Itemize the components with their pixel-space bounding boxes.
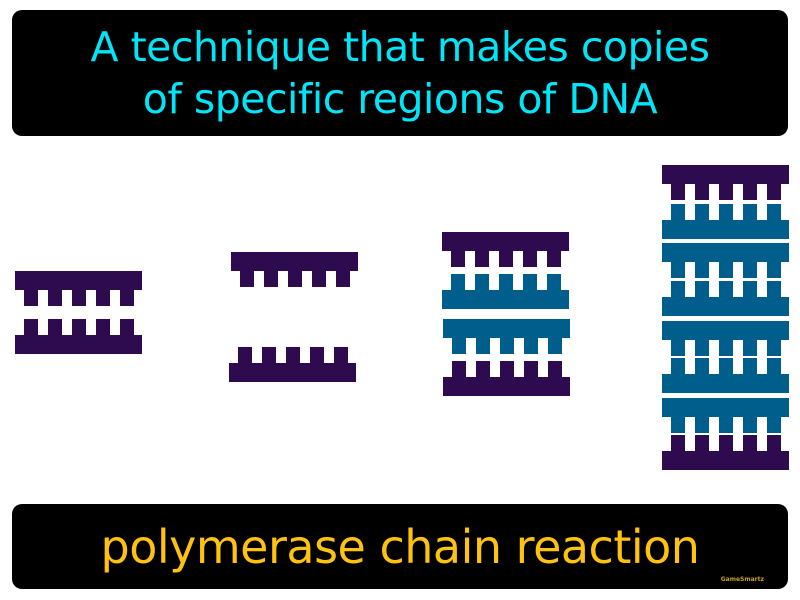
- stage-1-dna: [15, 271, 142, 354]
- term-banner: polymerase chain reaction GameSmartz: [12, 504, 788, 589]
- stage-3-copies: [442, 232, 570, 396]
- stage-2-denatured: [229, 252, 358, 382]
- definition-banner: A technique that makes copies of specifi…: [12, 10, 788, 136]
- stage-4-copies: [662, 165, 789, 470]
- term-title: polymerase chain reaction: [100, 519, 700, 574]
- definition-line-1: A technique that makes copies: [90, 23, 710, 71]
- credit-watermark: GameSmartz: [720, 576, 764, 583]
- definition-line-2: of specific regions of DNA: [142, 75, 658, 123]
